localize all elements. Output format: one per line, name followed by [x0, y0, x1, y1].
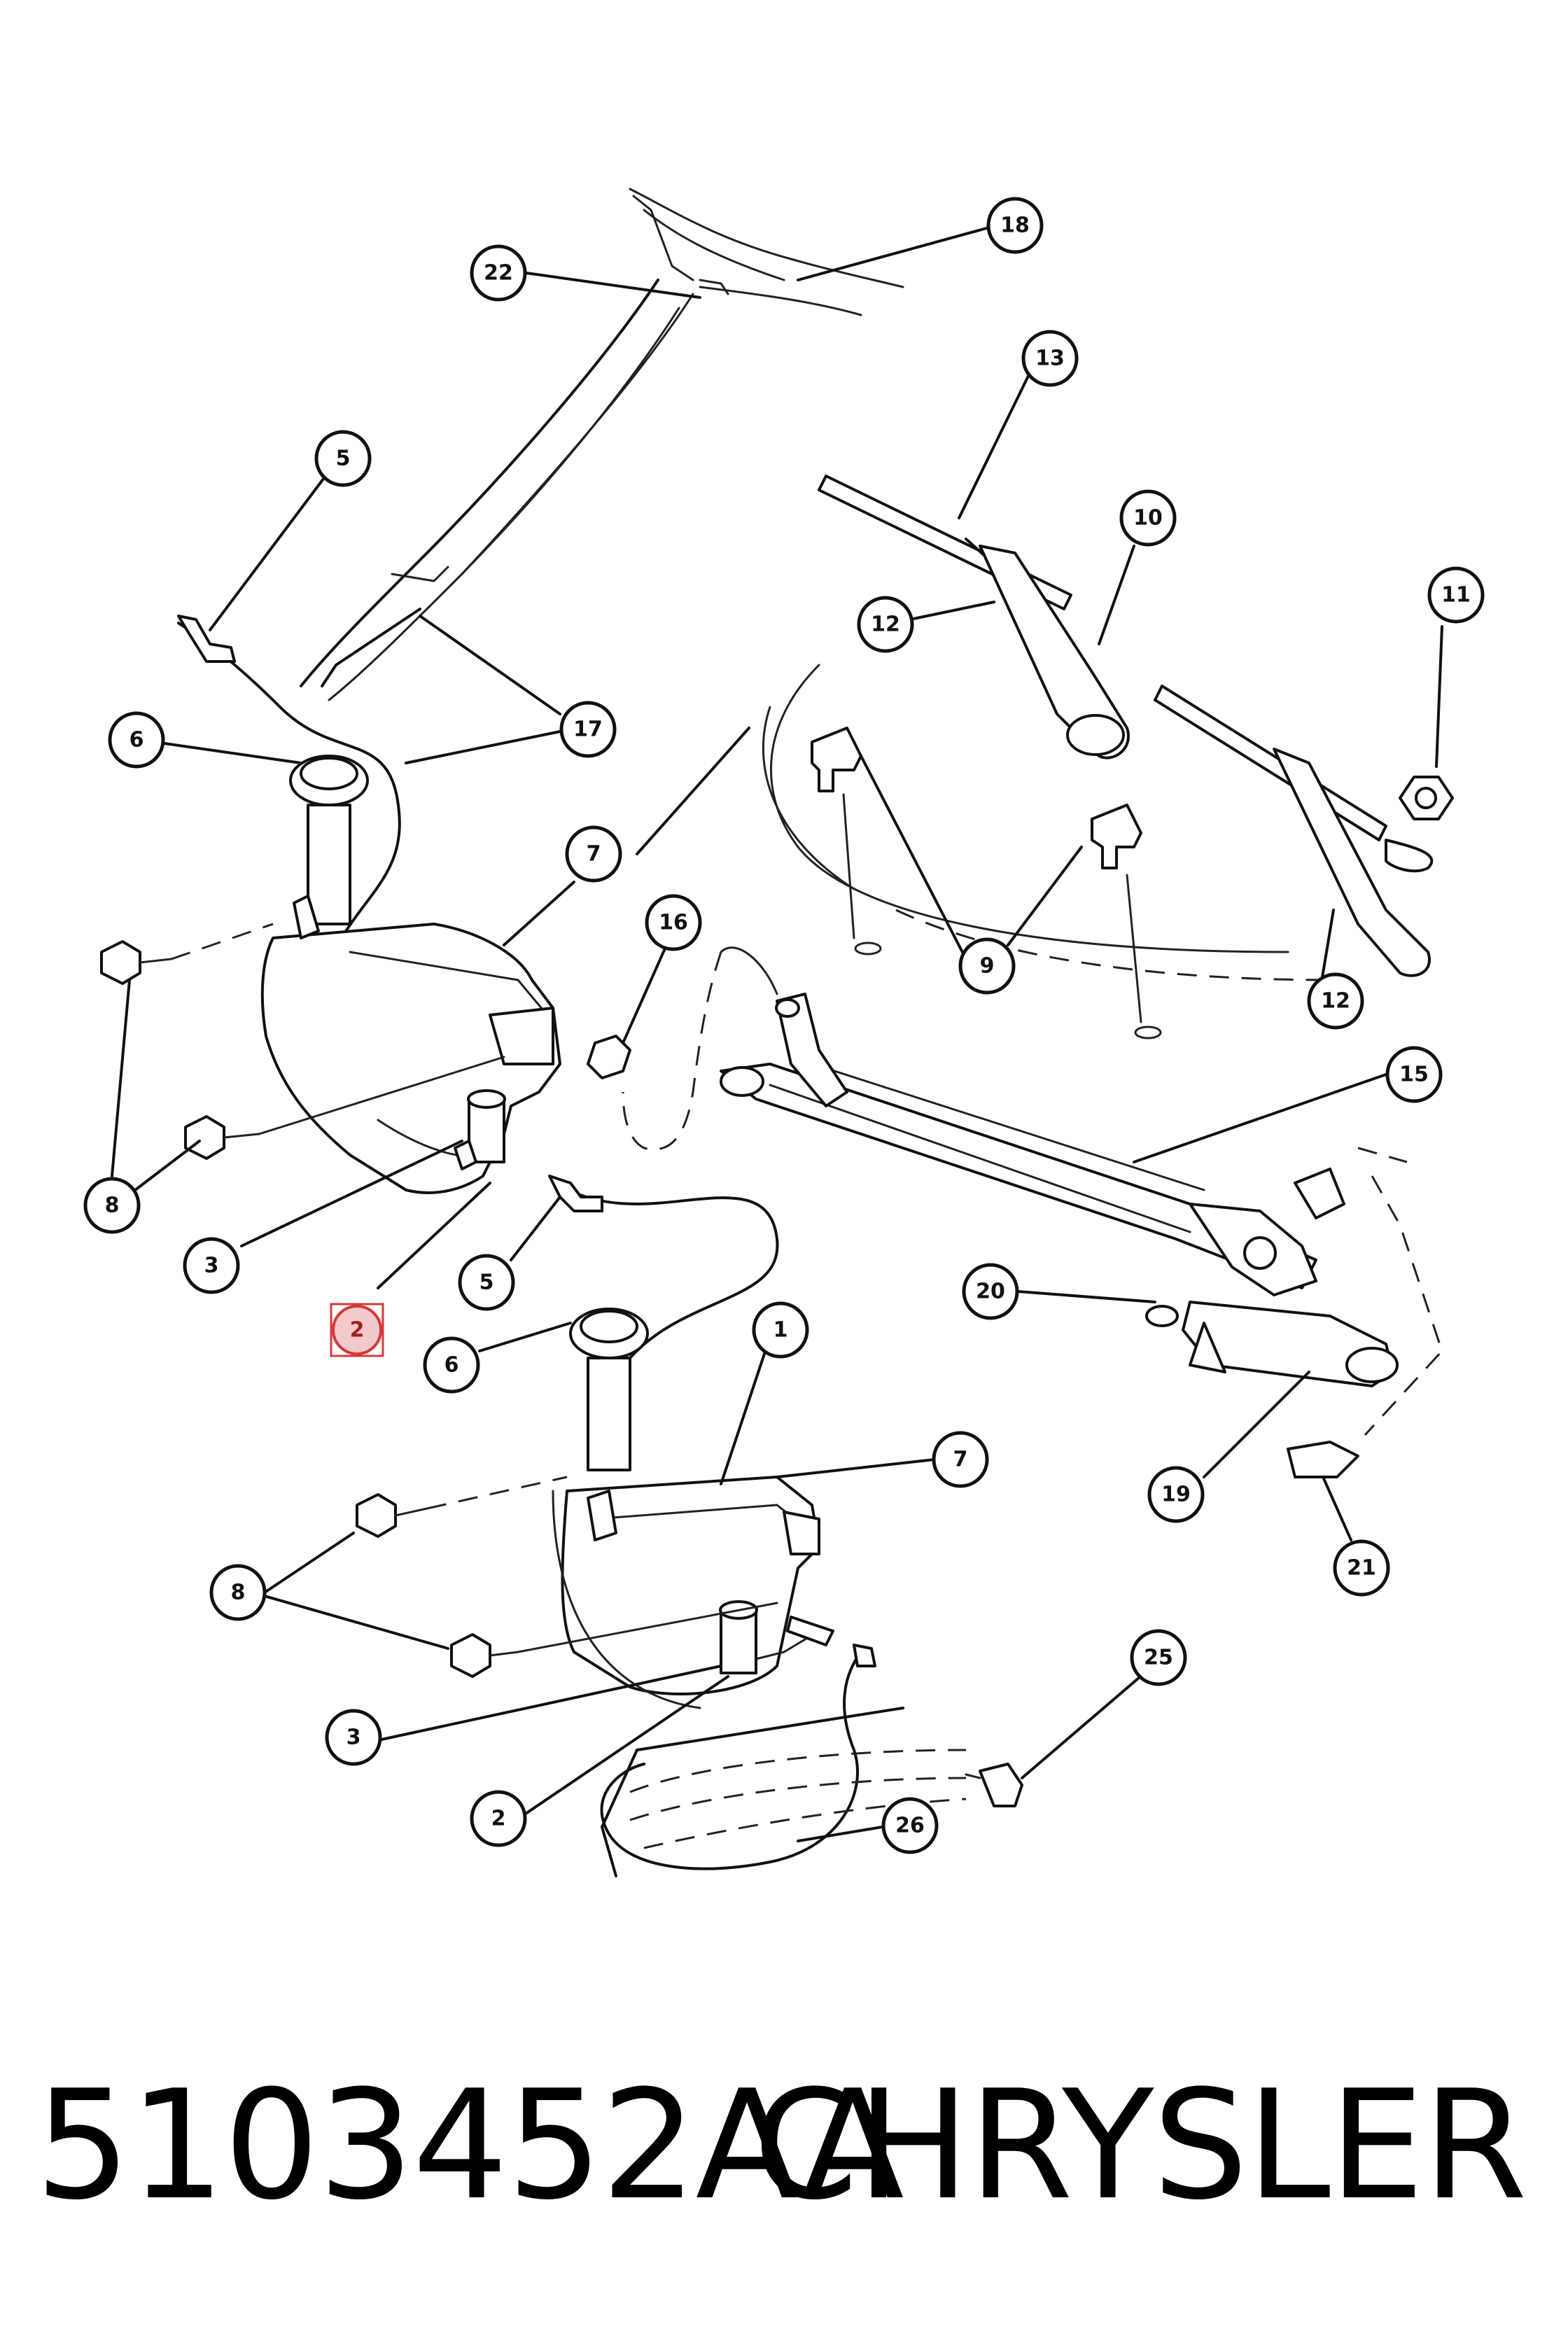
callout-label: 6 [444, 1353, 459, 1378]
callout-label: 13 [1035, 346, 1065, 371]
callout-label: 12 [1321, 989, 1350, 1014]
callout-label: 2 [350, 1318, 365, 1343]
wiper-blade-lower [1154, 685, 1387, 841]
callout-12-lower[interactable]: 12 [1307, 972, 1364, 1030]
callout-12-upper[interactable]: 12 [857, 596, 914, 653]
wiper-motor [1182, 1168, 1399, 1387]
linkage-bolt [1145, 1305, 1179, 1327]
windshield-cowl [300, 188, 904, 701]
callout-label: 7 [953, 1448, 968, 1472]
callout-8-upper[interactable]: 8 [83, 1177, 141, 1234]
callout-11[interactable]: 11 [1427, 566, 1485, 624]
callout-label: 25 [1144, 1646, 1173, 1670]
callout-7-upper[interactable]: 7 [565, 825, 622, 883]
screw-8-upper-b [184, 1056, 505, 1160]
callout-label: 2 [491, 1807, 506, 1831]
washer-reservoir-upper [260, 755, 561, 1194]
callout-label: 20 [976, 1280, 1005, 1304]
callout-label: 8 [231, 1581, 246, 1605]
brand-name: CHRYSLER [752, 2057, 1527, 2233]
retainer-clip [1287, 1175, 1443, 1478]
callout-8-lower[interactable]: 8 [209, 1564, 267, 1621]
callout-label: 26 [895, 1814, 925, 1838]
wiper-arm-lower [1273, 748, 1434, 977]
screw-8-upper-a [100, 923, 274, 985]
callout-label: 10 [1133, 506, 1163, 531]
callout-label: 1 [774, 1318, 788, 1343]
cowl-panel-outline [636, 664, 1331, 981]
callout-label: 11 [1441, 583, 1471, 608]
callout-17[interactable]: 17 [559, 701, 617, 758]
callout-3-upper[interactable]: 3 [183, 1237, 240, 1294]
callout-5-upper[interactable]: 5 [314, 430, 372, 487]
callout-label: 18 [1000, 214, 1030, 238]
callout-13[interactable]: 13 [1021, 330, 1079, 387]
callout-9[interactable]: 9 [958, 937, 1016, 995]
washer-nozzle [965, 1763, 1023, 1807]
callout-label: 5 [479, 1270, 494, 1295]
wiper-linkage [720, 993, 1317, 1296]
callout-label: 3 [346, 1726, 361, 1750]
callout-10[interactable]: 10 [1119, 489, 1177, 547]
callout-15[interactable]: 15 [1385, 1046, 1443, 1103]
callout-label: 16 [659, 911, 688, 935]
callout-label: 21 [1347, 1556, 1376, 1581]
leader-lines [111, 226, 1443, 1842]
screw-8-lower-b [450, 1602, 778, 1678]
push-nut [587, 1035, 631, 1079]
parts-diagram: 18 22 13 5 10 11 12 17 6 7 16 9 [83, 188, 1485, 1877]
callout-21[interactable]: 21 [1333, 1539, 1390, 1597]
callout-label: 5 [336, 447, 351, 471]
callout-label: 8 [105, 1194, 120, 1218]
washer-hose-lower [600, 1644, 876, 1870]
callout-2-highlighted[interactable]: 2 [330, 1303, 384, 1357]
hose-routing-dashed [601, 1707, 967, 1877]
callout-7-lower[interactable]: 7 [932, 1431, 989, 1488]
callout-16[interactable]: 16 [645, 894, 702, 951]
callout-18[interactable]: 18 [986, 197, 1044, 254]
pivot-caps [811, 727, 1162, 1040]
callout-6-lower[interactable]: 6 [423, 1336, 480, 1394]
callout-label: 7 [587, 842, 601, 867]
callout-6-upper[interactable]: 6 [108, 711, 165, 769]
callout-5-middle[interactable]: 5 [458, 1254, 515, 1311]
callout-1[interactable]: 1 [752, 1301, 809, 1359]
screw-8-lower-a [356, 1476, 568, 1538]
callout-label: 19 [1161, 1483, 1191, 1507]
callout-2-lower[interactable]: 2 [470, 1790, 527, 1847]
washer-pump-upper [454, 1089, 506, 1170]
callout-20[interactable]: 20 [962, 1263, 1019, 1320]
callout-25[interactable]: 25 [1130, 1629, 1187, 1686]
washer-reservoir-lower [552, 1308, 820, 1709]
callout-19[interactable]: 19 [1147, 1466, 1205, 1523]
callout-3-lower[interactable]: 3 [325, 1709, 382, 1766]
callout-label: 6 [130, 728, 144, 752]
pivot-nut [1399, 776, 1454, 820]
callout-26[interactable]: 26 [881, 1797, 939, 1854]
callout-label: 3 [204, 1254, 219, 1278]
callout-label: 22 [484, 261, 513, 286]
callout-22[interactable]: 22 [470, 244, 527, 302]
footer: 5103452AA CHRYSLER [0, 2054, 1568, 2236]
callout-label: 17 [573, 718, 603, 742]
callout-label: 12 [871, 612, 900, 637]
wiper-arm-upper [979, 545, 1130, 760]
callout-label: 9 [980, 954, 995, 979]
part-number: 5103452AA [35, 2057, 904, 2233]
callout-label: 15 [1399, 1063, 1429, 1087]
